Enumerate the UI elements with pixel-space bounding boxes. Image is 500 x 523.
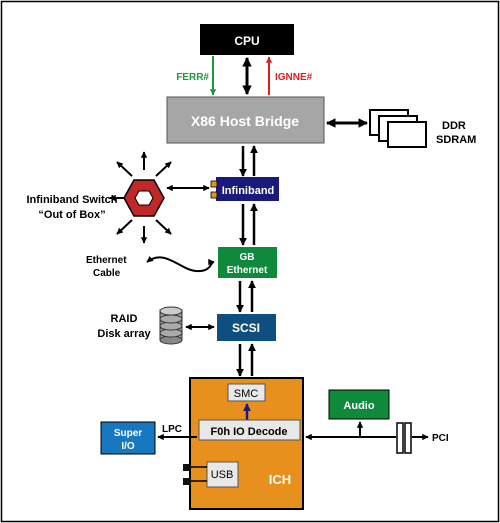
- audio-block: [328, 389, 390, 420]
- cpu-label: CPU: [234, 34, 259, 48]
- usb-port-bottom: [183, 478, 191, 485]
- pci-label: PCI: [432, 433, 449, 444]
- io-label: I/O: [121, 441, 135, 452]
- gb-ethernet-block: [218, 247, 277, 278]
- ddr-label: DDR: [442, 120, 466, 132]
- ethernet-cable: [146, 255, 215, 273]
- smc-block: [227, 383, 266, 402]
- ddr-sdram-modules: [369, 109, 427, 148]
- switch-label-line2: “Out of Box”: [38, 209, 105, 221]
- ethernet-label: Ethernet: [227, 265, 268, 276]
- io-decode-label: F0h IO Decode: [210, 426, 287, 438]
- smc-label: SMC: [234, 388, 259, 400]
- infiniband-port-top: [210, 180, 218, 188]
- scsi-block: [217, 314, 276, 341]
- infiniband-switch-icon: [109, 151, 172, 244]
- cable-label-line1: Ethernet: [86, 255, 127, 266]
- scsi-label: SCSI: [232, 321, 260, 335]
- infiniband-label: Infiniband: [222, 185, 275, 197]
- super-io-block: [100, 421, 156, 455]
- cpu-block: [200, 24, 294, 55]
- switch-label-line1: Infiniband Switch: [26, 194, 117, 206]
- ich-label: ICH: [269, 472, 291, 487]
- audio-label: Audio: [343, 400, 374, 412]
- sdram-label: SDRAM: [436, 134, 476, 146]
- lpc-label: LPC: [162, 424, 182, 435]
- super-label: Super: [114, 428, 142, 439]
- gb-label: GB: [240, 252, 255, 263]
- infiniband-block: [216, 177, 279, 201]
- raid-disk-array-icon: [159, 306, 183, 345]
- ferr-label: FERR#: [176, 72, 209, 83]
- ignne-label: IGNNE#: [275, 72, 313, 83]
- cable-label-line2: Cable: [93, 268, 121, 279]
- infiniband-port-bottom: [210, 191, 218, 199]
- usb-port-top: [183, 464, 191, 471]
- host-bridge-block: [166, 96, 325, 144]
- usb-label: USB: [211, 469, 234, 481]
- host-bridge-label: X86 Host Bridge: [191, 113, 299, 129]
- usb-block: [206, 461, 239, 488]
- pci-connector-icon: [396, 422, 412, 454]
- raid-label-line1: RAID: [111, 313, 138, 325]
- raid-label-line2: Disk array: [97, 328, 151, 340]
- io-decode-block: [198, 419, 301, 441]
